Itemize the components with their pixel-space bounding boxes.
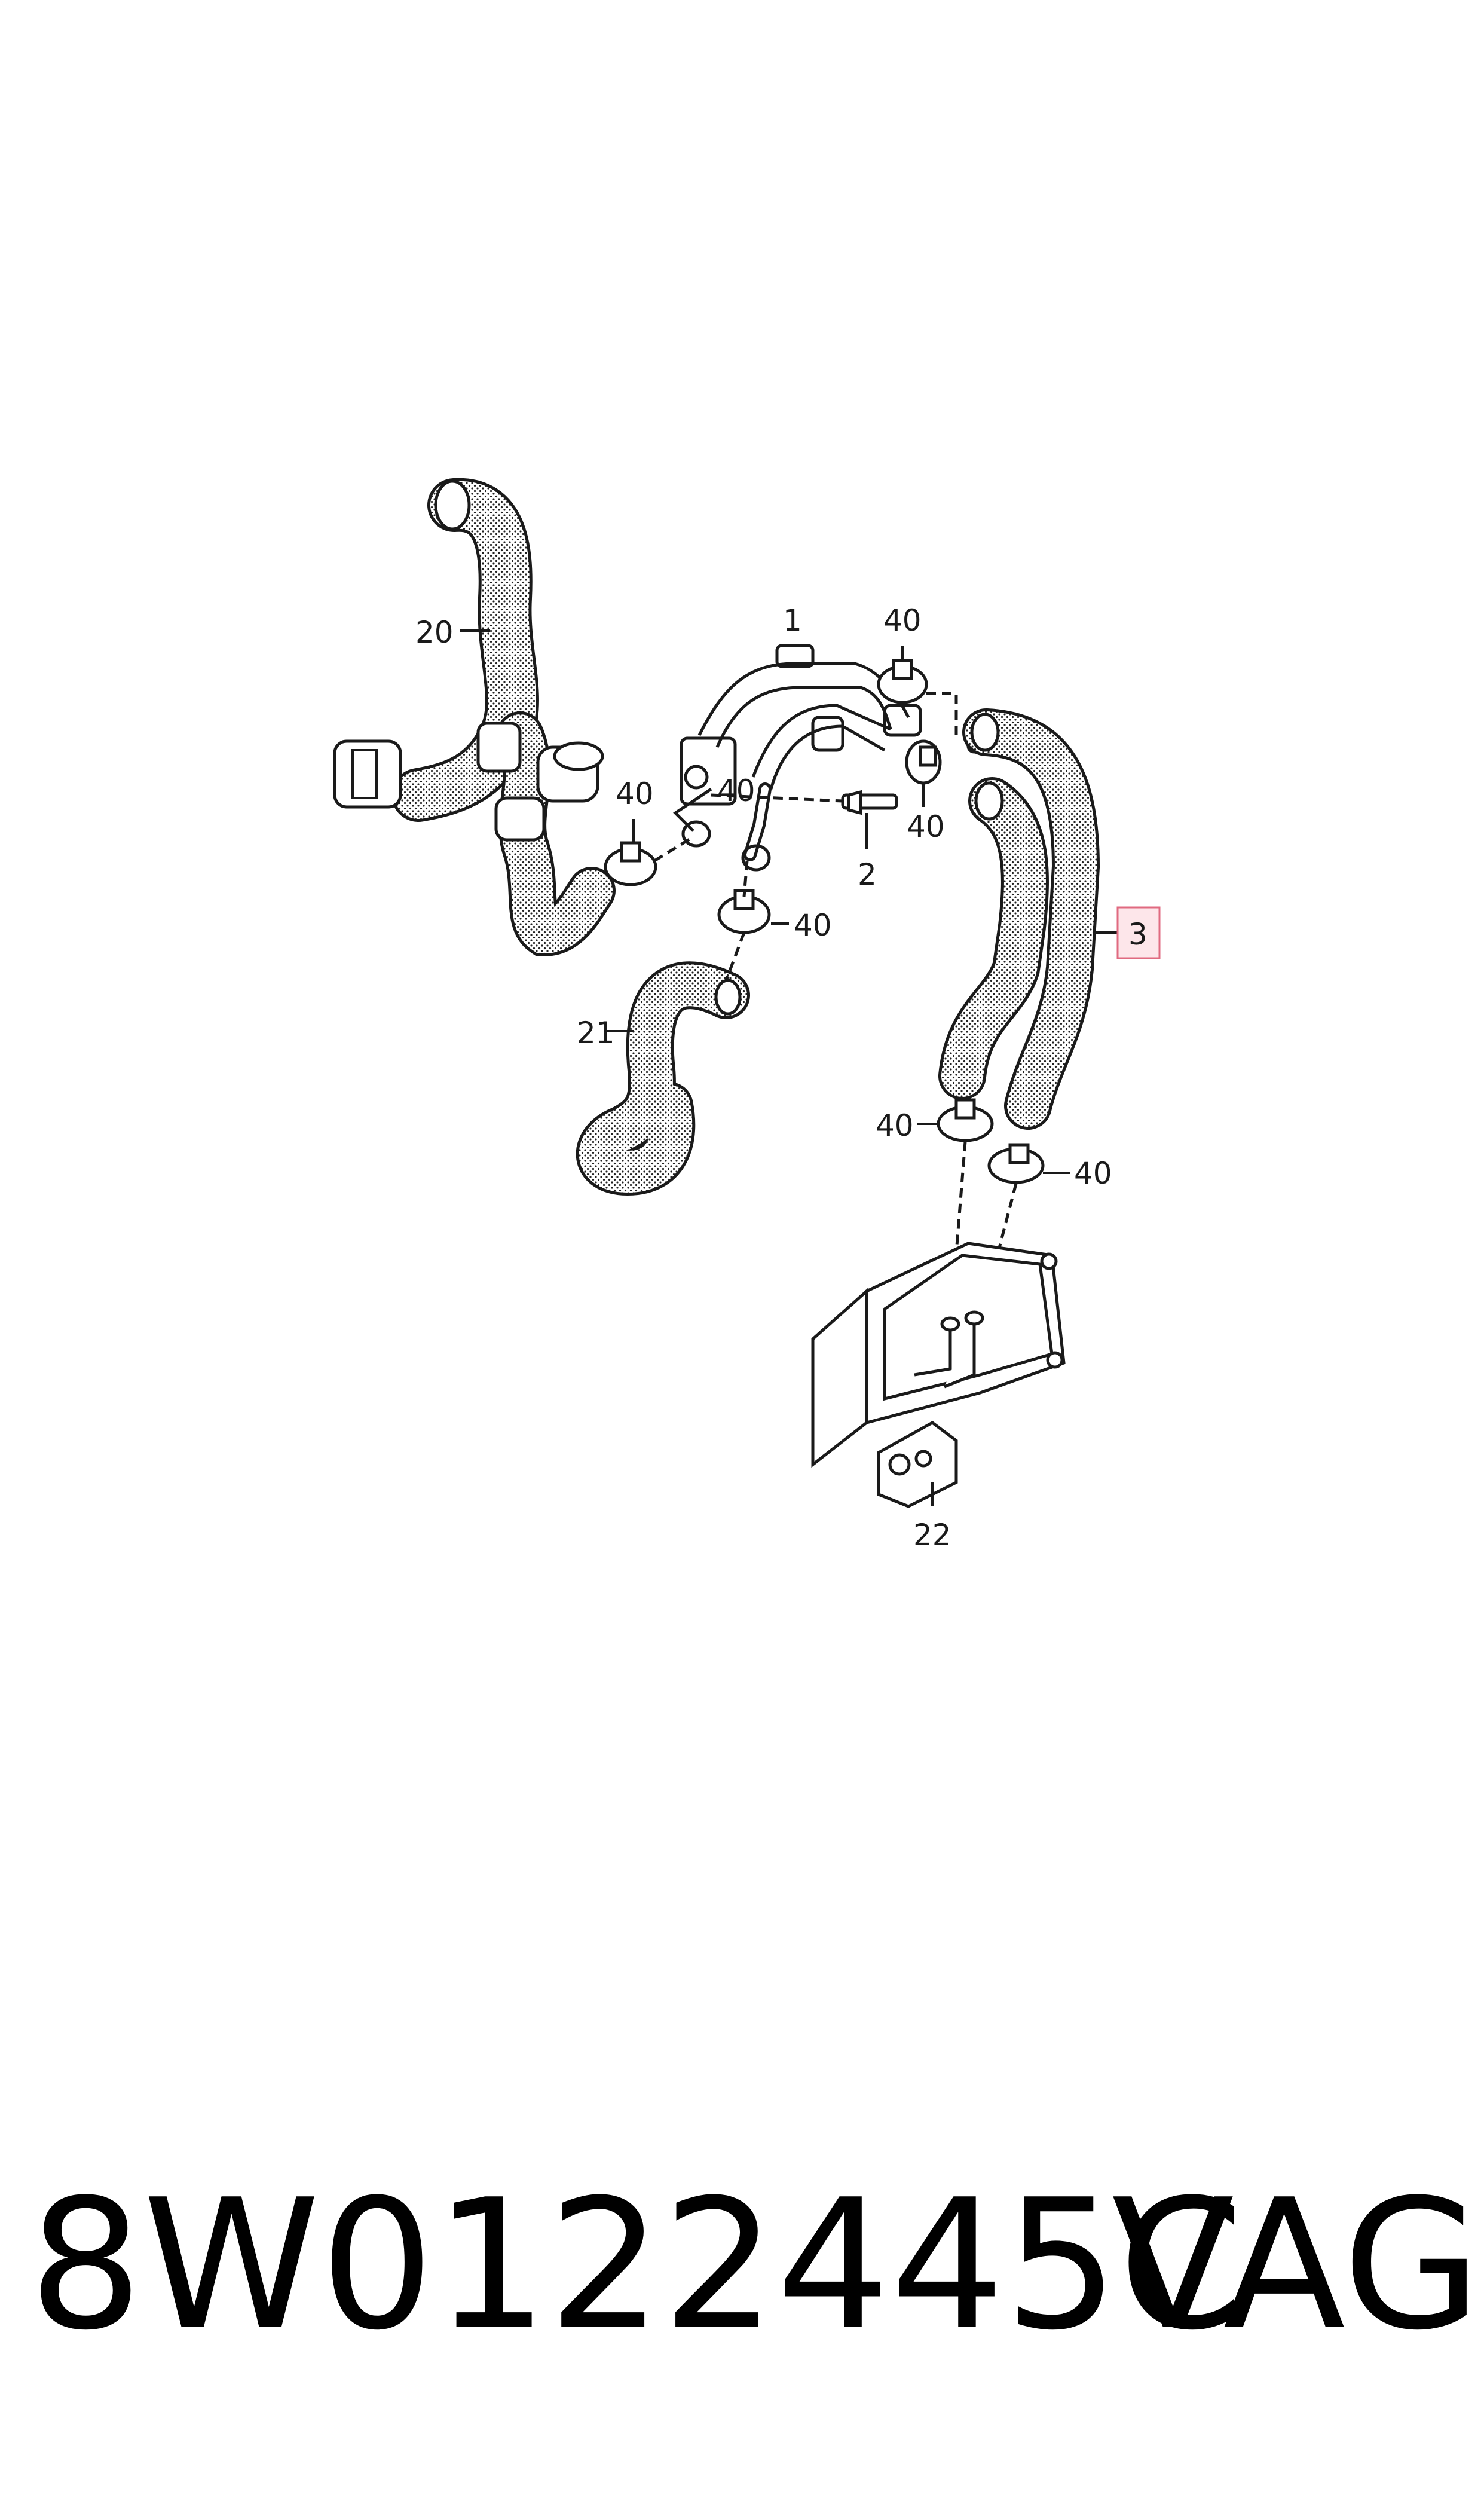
- clamp-40f: [987, 1143, 1045, 1184]
- callout-21: 21: [577, 1016, 615, 1050]
- callout-40-e: 40: [876, 1108, 914, 1143]
- clamp-40c: [604, 841, 657, 886]
- callout-40-a: 40: [883, 603, 922, 638]
- hose-clamps-40: [604, 646, 1070, 1328]
- callout-40-b: 40: [907, 809, 945, 844]
- callout-2: 2: [858, 857, 877, 892]
- clamp-40e: [937, 1098, 994, 1142]
- oil-cooler-22: [811, 1242, 1066, 1508]
- footer: 8W0122445C VAG: [0, 2176, 1484, 2355]
- pipe-assembly-1: [673, 644, 994, 872]
- callout-22: 22: [913, 1518, 951, 1552]
- callout-3: 3: [1128, 917, 1148, 952]
- part-number: 8W0122445C: [29, 2161, 1244, 2370]
- hose-20: [333, 478, 616, 957]
- clamp-40b: [905, 739, 942, 785]
- callout-40-f: 40: [1074, 1156, 1112, 1191]
- callout-1: 1: [783, 603, 802, 638]
- bolt-2: [711, 790, 898, 849]
- hose-21: [576, 961, 750, 1196]
- callout-3-highlight: [1116, 906, 1161, 959]
- clamp-40d: [717, 889, 771, 934]
- callout-40-c: 40: [616, 776, 654, 811]
- hose-3: [938, 708, 1118, 1130]
- callout-40-g: 40: [717, 774, 755, 808]
- callout-20: 20: [415, 615, 454, 650]
- brand-label: VAG: [1112, 2161, 1482, 2370]
- callout-40-d: 40: [794, 908, 832, 943]
- clamp-40a: [877, 659, 928, 704]
